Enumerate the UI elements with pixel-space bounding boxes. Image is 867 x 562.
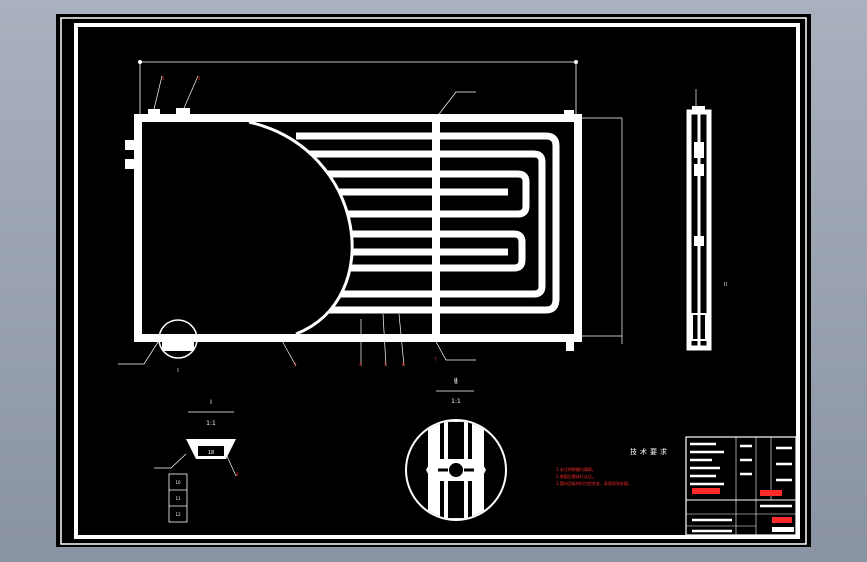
side-view-mark: II (724, 282, 727, 288)
detail-I-marker: I (177, 368, 178, 374)
section-marker-II: II (454, 377, 458, 384)
detail-I-callout-1: 10 (175, 480, 181, 485)
balloon-1: 1 (162, 76, 165, 81)
detail-I-callout-2: 11 (175, 496, 181, 501)
collector-frame (134, 114, 582, 342)
balloon-3: 3 (294, 362, 297, 367)
balloon-8: 8 (236, 472, 239, 477)
notes-title: 技术要求 (630, 447, 670, 456)
detail-II-content (426, 421, 486, 519)
note-3: 3.管材及板材均为铝合金，表面喷涂处理。 (556, 480, 632, 486)
title-block-text-bars (690, 442, 792, 533)
detail-I-block (162, 339, 194, 351)
detail-I-view: I 1:1 18 10 11 12 (154, 399, 237, 523)
detail-II-circle (405, 419, 507, 521)
inlet-fitting-2 (176, 108, 190, 117)
detail-II-label: II (454, 379, 458, 386)
detail-II-view: II 1:1 (405, 379, 507, 521)
side-fitting-2 (125, 159, 137, 169)
cutaway-region (142, 122, 353, 334)
balloon-2: 2 (198, 76, 201, 81)
side-view: II (686, 89, 727, 351)
break-line (248, 120, 354, 336)
note-2: 2.装配后需进行试压。 (556, 473, 596, 479)
side-fitting-1 (125, 140, 137, 150)
detail-I-callout-3: 12 (175, 512, 181, 517)
title-red-cell-1 (692, 488, 720, 494)
balloon-group: 1 2 3 4 5 6 7 8 (162, 76, 437, 477)
balloon-7: 7 (434, 357, 437, 362)
balloon-5: 5 (384, 362, 387, 367)
detail-I-circle[interactable] (158, 319, 198, 359)
corner-fitting-top (564, 110, 574, 117)
balloon-4: 4 (359, 362, 362, 367)
detail-I-tag: 18 (208, 450, 214, 456)
inlet-fitting-1 (148, 109, 160, 117)
leader-lines (118, 75, 623, 367)
drawing-canvas[interactable]: I 1 (56, 14, 811, 547)
technical-notes: 技术要求 1.未注明焊缝均满焊。 2.装配后需进行试压。 3.管材及板材均为铝合… (556, 447, 670, 486)
title-drawing-number (772, 527, 794, 532)
balloon-6: 6 (402, 362, 405, 367)
title-red-cell-3 (772, 517, 792, 523)
note-1: 1.未注明焊缝均满焊。 (556, 466, 596, 472)
drawing-sheet: I 1 (56, 14, 811, 547)
inner-frame (74, 23, 800, 539)
detail-I-scale: 1:1 (206, 420, 216, 427)
detail-I-label: I (210, 399, 212, 406)
main-view: I 1 (118, 60, 623, 477)
title-block[interactable] (685, 436, 797, 536)
outer-frame (60, 17, 807, 545)
corner-fitting-bottom (566, 341, 574, 351)
dim-arrow-left (138, 60, 142, 64)
title-red-cell-2 (760, 490, 782, 496)
detail-II-scale: 1:1 (451, 398, 461, 405)
dim-arrow-right (574, 60, 578, 64)
